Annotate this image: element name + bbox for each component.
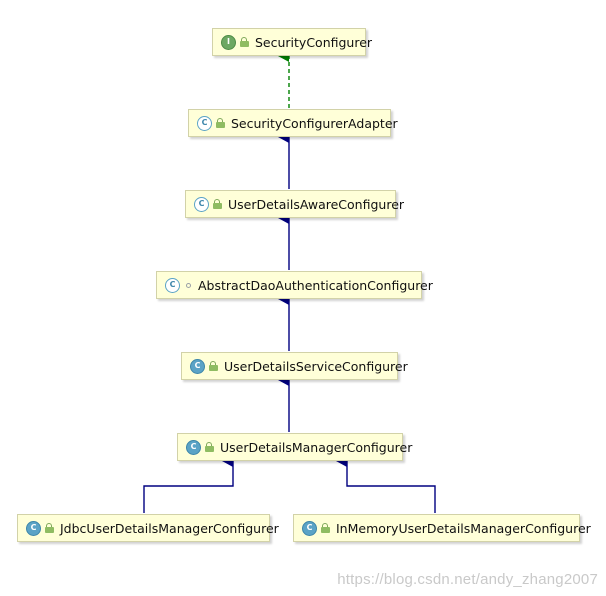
- lock-icon: [209, 361, 218, 371]
- lock-icon: [216, 118, 225, 128]
- node-user-details-aware-configurer[interactable]: C UserDetailsAwareConfigurer: [185, 190, 404, 218]
- node-user-details-manager-configurer[interactable]: C UserDetailsManagerConfigurer: [177, 433, 412, 461]
- abstract-class-icon: C: [194, 196, 209, 212]
- node-jdbc-user-details-manager-configurer[interactable]: C JdbcUserDetailsManagerConfigurer: [17, 514, 279, 542]
- class-icon: C: [190, 358, 205, 374]
- node-user-details-service-configurer[interactable]: C UserDetailsServiceConfigurer: [181, 352, 408, 380]
- watermark: https://blog.csdn.net/andy_zhang2007: [337, 571, 598, 588]
- node-label: UserDetailsManagerConfigurer: [220, 439, 413, 455]
- node-label: UserDetailsAwareConfigurer: [228, 196, 405, 212]
- package-private-icon: [186, 282, 191, 288]
- lock-icon: [321, 523, 330, 533]
- edge-extends-manager-from-jdbc: [143, 455, 234, 513]
- node-abstract-dao-authentication-configurer[interactable]: C AbstractDaoAuthenticationConfigurer: [156, 271, 433, 299]
- lock-icon: [240, 37, 249, 47]
- node-label: UserDetailsServiceConfigurer: [224, 358, 408, 374]
- class-icon: C: [302, 520, 317, 536]
- class-icon: C: [186, 439, 201, 455]
- node-security-configurer-adapter[interactable]: C SecurityConfigurerAdapter: [188, 109, 398, 137]
- abstract-class-icon: C: [165, 277, 180, 293]
- node-label: SecurityConfigurer: [255, 34, 373, 50]
- abstract-class-icon: C: [197, 115, 212, 131]
- node-label: JdbcUserDetailsManagerConfigurer: [60, 520, 279, 536]
- node-label: AbstractDaoAuthenticationConfigurer: [198, 277, 433, 293]
- class-icon: C: [26, 520, 41, 536]
- node-in-memory-user-details-manager-configurer[interactable]: C InMemoryUserDetailsManagerConfigurer: [293, 514, 591, 542]
- node-label: SecurityConfigurerAdapter: [231, 115, 398, 131]
- interface-icon: I: [221, 34, 236, 50]
- lock-icon: [205, 442, 214, 452]
- node-label: InMemoryUserDetailsManagerConfigurer: [336, 520, 591, 536]
- edge-extends-manager-from-in-memory: [336, 455, 436, 513]
- lock-icon: [213, 199, 222, 209]
- node-security-configurer[interactable]: I SecurityConfigurer: [212, 28, 372, 56]
- lock-icon: [45, 523, 54, 533]
